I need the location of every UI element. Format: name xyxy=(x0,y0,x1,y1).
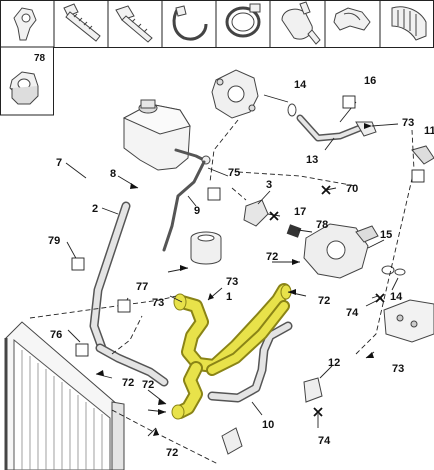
callout-72-left: 72 xyxy=(122,377,134,389)
callout-78: 78 xyxy=(316,219,328,231)
hose-clip-icon xyxy=(172,5,208,41)
bracket-12 xyxy=(303,377,323,403)
callout-3: 3 xyxy=(266,179,272,191)
thermostat-housing xyxy=(211,69,259,119)
hose-9 xyxy=(162,160,206,252)
callout-1: 1 xyxy=(226,291,232,303)
callout-72-mid: 72 xyxy=(318,295,330,307)
hose-1-highlighted xyxy=(171,283,292,420)
callout-77: 77 xyxy=(136,281,148,293)
callout-74-right: 74 xyxy=(346,307,359,319)
expansion-tank xyxy=(122,99,211,171)
callout-9: 9 xyxy=(194,205,200,217)
callout-72-right: 72 xyxy=(266,251,278,263)
callout-8: 8 xyxy=(110,168,116,180)
callout-16: 16 xyxy=(364,75,376,87)
callout-10: 10 xyxy=(262,419,274,431)
callout-13: 13 xyxy=(306,154,318,166)
thermostat-cartridge xyxy=(190,231,222,265)
callout-73-topright: 73 xyxy=(402,117,414,129)
water-pump-housing xyxy=(303,223,406,279)
callout-7: 7 xyxy=(56,157,62,169)
band-clamp-icon xyxy=(225,3,261,38)
sensor-block xyxy=(243,199,302,238)
callout-15: 15 xyxy=(380,229,392,241)
screw-icon xyxy=(115,5,153,43)
callout-73-left: 73 xyxy=(152,297,164,309)
spring-clamp-icon xyxy=(281,1,321,45)
callout-14-right: 14 xyxy=(390,291,403,303)
radiator xyxy=(4,321,125,470)
callout-73-center: 73 xyxy=(226,276,238,288)
callout-72-lower: 72 xyxy=(142,379,154,391)
callout-72-bottom: 72 xyxy=(166,447,178,459)
callout-76: 76 xyxy=(50,329,62,341)
callout-74-bottom: 74 xyxy=(318,435,331,447)
nut-icon xyxy=(9,71,39,105)
heater-valve xyxy=(383,299,434,343)
callout-2: 2 xyxy=(92,203,98,215)
arrow-markers xyxy=(96,123,374,436)
cross-markers xyxy=(269,185,385,417)
callout-79: 79 xyxy=(48,235,60,247)
callout-numbers: 1 2 3 7 8 9 10 11 12 13 14 14 15 16 17 7… xyxy=(48,75,434,459)
callout-17: 17 xyxy=(294,206,306,218)
bolt-icon xyxy=(63,3,101,42)
callout-boxes xyxy=(71,95,425,357)
callout-73-bottomright: 73 xyxy=(392,363,404,375)
callout-14-top: 14 xyxy=(294,79,307,91)
retainer-clip-icon xyxy=(333,7,371,31)
hardware-strip: 78 xyxy=(0,0,434,116)
clamp-icon xyxy=(13,7,37,41)
bracket-icon xyxy=(391,6,427,41)
callout-75: 75 xyxy=(228,167,240,179)
callout-11: 11 xyxy=(424,125,434,137)
callout-70: 70 xyxy=(346,183,358,195)
cell-label-78: 78 xyxy=(34,53,46,64)
callout-12: 12 xyxy=(328,357,340,369)
